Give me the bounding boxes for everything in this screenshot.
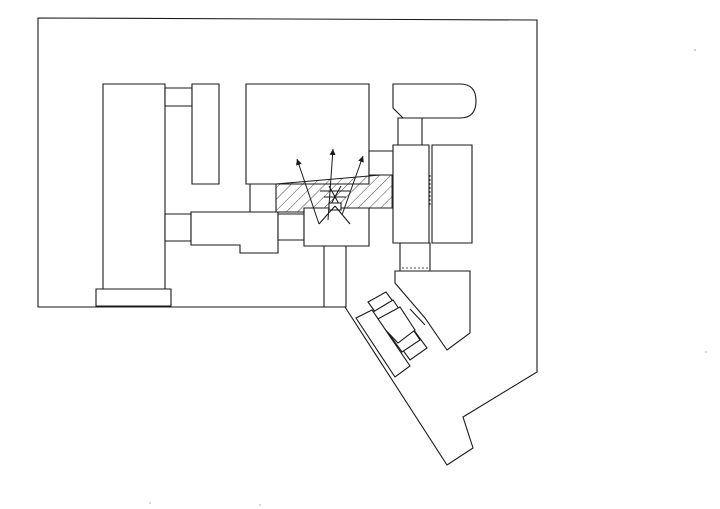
- building-narrow-vertical: [192, 84, 219, 184]
- entrance-stem: [324, 246, 346, 307]
- arrow-left: [296, 159, 319, 224]
- connector-central-bottom: [250, 184, 276, 212]
- scan-speck: [693, 48, 697, 52]
- building-right-vertical-a: [393, 145, 429, 243]
- building-right-vertical-b: [432, 145, 472, 243]
- stepped-angled-block: [356, 292, 427, 377]
- connector-lower-left: [165, 214, 191, 241]
- building-central-large: [246, 84, 369, 184]
- site-boundary: [38, 18, 537, 465]
- connector-right-lower: [400, 243, 430, 271]
- connector-central-right: [369, 151, 393, 175]
- building-entrance: [304, 208, 369, 246]
- scan-speck: [149, 502, 151, 504]
- sight-arrows: [296, 149, 364, 224]
- connector-middle: [278, 214, 304, 240]
- building-right-rounded: [393, 84, 476, 118]
- arrow-center: [328, 149, 336, 220]
- connector-top-left: [165, 88, 192, 106]
- building-angled-wing: [395, 271, 470, 350]
- building-middle-lower: [191, 212, 278, 253]
- building-left-tall: [103, 84, 165, 289]
- building-left-base: [96, 289, 171, 306]
- scan-speck: [705, 351, 707, 353]
- connector-right-top: [398, 118, 422, 145]
- scan-speck: [259, 504, 261, 506]
- arrow-right: [342, 156, 364, 215]
- sight-line-1: [319, 206, 335, 224]
